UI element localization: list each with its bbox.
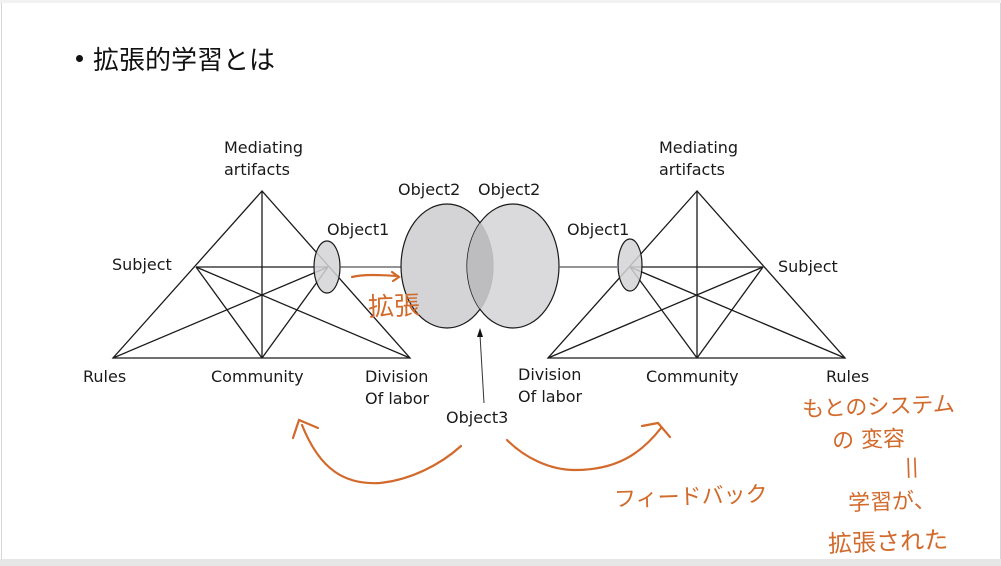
- left-artifacts-line2: artifacts: [224, 160, 290, 179]
- slide-title: 拡張的学習とは: [76, 40, 275, 77]
- object2-overlap: [467, 223, 493, 309]
- feedback-note: フィードバック: [613, 482, 769, 513]
- left-community-label: Community: [211, 367, 304, 386]
- left-subject-community-line: [195, 266, 263, 359]
- left-division-label-1: Division: [365, 367, 429, 386]
- feedback-right-arrow-head: [640, 421, 672, 439]
- right-subject-community-line: [696, 266, 764, 359]
- object2-right-label: Object2: [478, 180, 541, 199]
- left-subject-label: Subject: [112, 255, 172, 274]
- right-object-rules-line: [629, 266, 846, 359]
- left-division-label-2: Of labor: [365, 389, 430, 408]
- left-object1-label: Object1: [327, 220, 390, 239]
- right-subject-division-line: [547, 266, 764, 359]
- feedback-left-arrow-head: [291, 418, 320, 440]
- bullet-icon: [76, 55, 83, 62]
- slide-title-text: 拡張的学習とは: [93, 46, 276, 76]
- note-line-5: 拡張された: [827, 525, 949, 559]
- right-subject-label: Subject: [778, 257, 838, 276]
- left-object-rules-line: [112, 266, 329, 359]
- object3-label: Object3: [446, 408, 509, 427]
- left-subject-division-line: [195, 266, 411, 359]
- object2-left-label: Object2: [398, 180, 461, 199]
- expansion-arrow-head: [390, 270, 401, 283]
- feedback-right-arrow: [505, 426, 663, 472]
- note-line-1: もとのシステム: [801, 392, 956, 423]
- window-top-edge: [0, 0, 1001, 3]
- right-mediating-label: Mediating: [659, 138, 739, 157]
- object3-arrow-head: [477, 328, 483, 337]
- object2-right-ellipse: [466, 203, 560, 329]
- feedback-left-arrow: [300, 423, 463, 485]
- object3-arrow-line: [479, 334, 485, 404]
- right-artifacts-label: artifacts: [659, 160, 725, 179]
- right-rules-label: Rules: [826, 367, 870, 386]
- note-line-3: ||: [904, 453, 919, 479]
- right-division-label-2: Of labor: [518, 387, 583, 406]
- left-object1-ellipse: [313, 240, 341, 294]
- left-artifacts-label: artifacts: [224, 159, 290, 181]
- note-line-4: 学習が、: [847, 488, 937, 517]
- left-mediating-label: Mediating: [224, 137, 303, 159]
- right-community-label: Community: [646, 367, 739, 386]
- expansion-arrow: [350, 273, 400, 279]
- left-mediating-line1: Mediating: [224, 138, 304, 157]
- expansion-note: 拡張: [367, 291, 421, 323]
- right-division-label-1: Division: [518, 365, 582, 384]
- window-bottom-edge: [0, 559, 1001, 566]
- right-object1-ellipse: [617, 238, 643, 292]
- note-line-2: の 変容: [831, 426, 906, 455]
- handwritten-strokes: [291, 270, 672, 485]
- right-object1-label: Object1: [567, 220, 630, 239]
- left-rules-label: Rules: [83, 367, 127, 386]
- right-object-community-line: [629, 266, 698, 359]
